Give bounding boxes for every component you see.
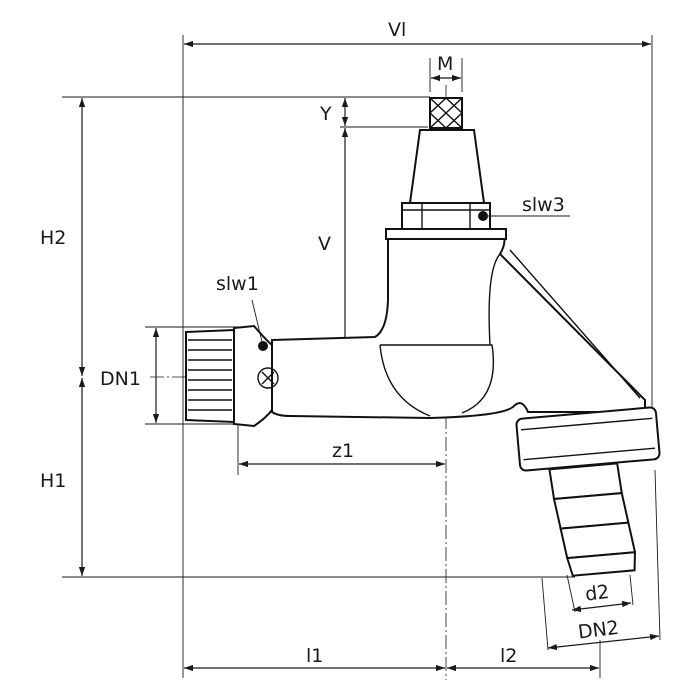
dimension-lines [78, 40, 660, 672]
valve-housing [271, 235, 646, 420]
label-v: V [318, 233, 331, 255]
label-slw1: slw1 [216, 273, 259, 295]
label-d2: d2 [584, 581, 611, 606]
dim-d2 [571, 600, 632, 613]
label-dn1: DN1 [100, 368, 141, 390]
label-slw3: slw3 [522, 194, 565, 216]
spindle-housing [408, 129, 486, 204]
hose-barb [548, 462, 637, 577]
label-h2: H2 [40, 227, 66, 249]
labels: Vl M Y V H2 H1 DN1 slw1 slw3 z1 d2 DN2 l… [40, 19, 620, 667]
label-z1: z1 [332, 440, 354, 462]
bonnet-nut [401, 202, 491, 230]
label-m: M [437, 53, 453, 75]
label-vl: Vl [388, 19, 406, 41]
inlet-thread [185, 328, 235, 424]
label-y: Y [319, 103, 332, 125]
leader-lines [251, 215, 570, 347]
bonnet-flange [385, 228, 507, 240]
label-l2: l2 [500, 645, 517, 667]
label-l1: l1 [306, 645, 323, 667]
wrench-symbol [257, 367, 279, 389]
valve-body [185, 97, 661, 577]
dim-dn2 [547, 633, 660, 651]
union-nut [515, 406, 661, 472]
label-dn2: DN2 [577, 617, 620, 644]
label-h1: H1 [40, 470, 66, 492]
